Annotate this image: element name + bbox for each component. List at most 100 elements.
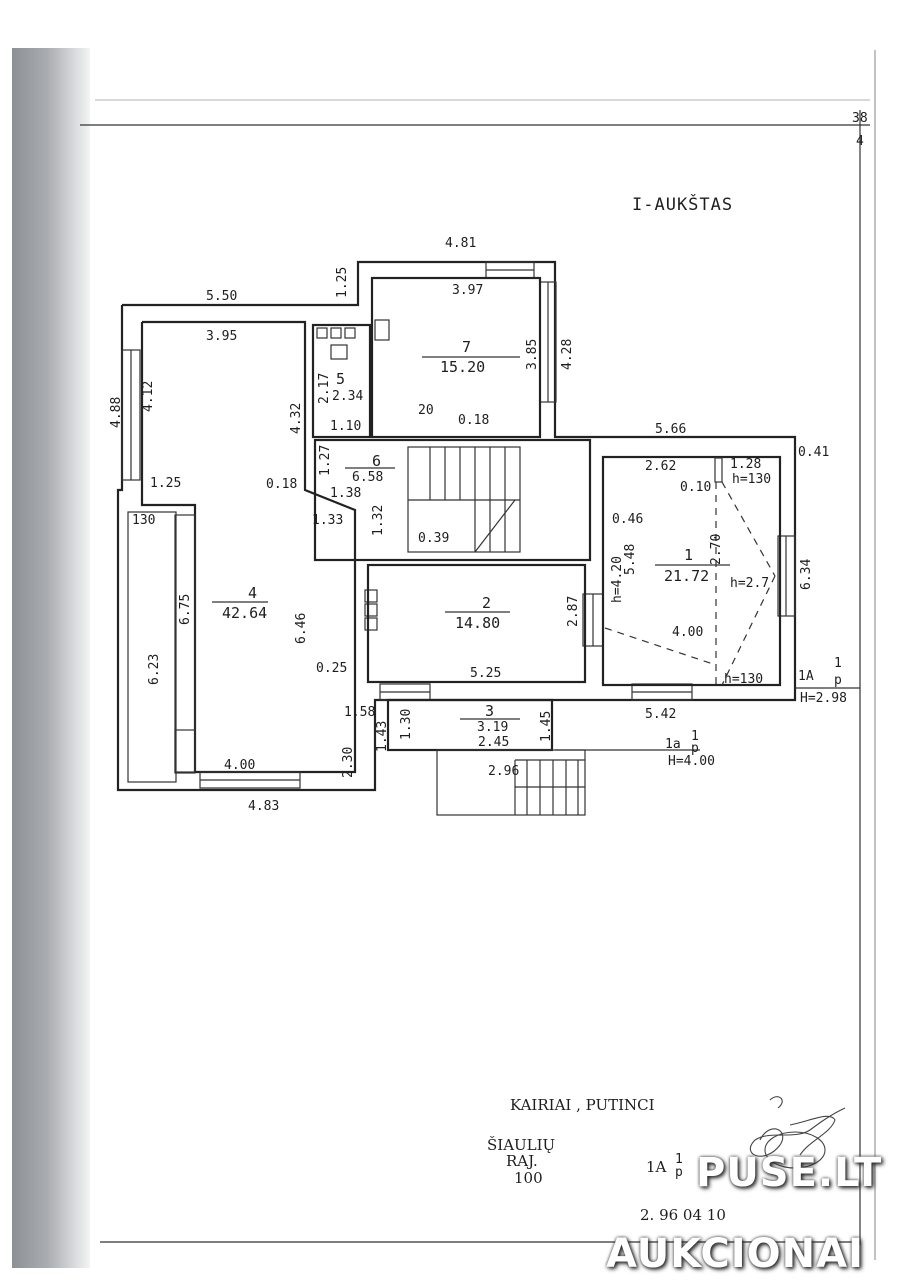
marker-note-sub: p — [675, 1165, 683, 1180]
dimension: 0.18 — [266, 477, 297, 492]
dimension: 1.58 — [344, 705, 375, 720]
dimension: 1.10 — [330, 419, 361, 434]
dimension: 1.33 — [312, 513, 343, 528]
wall-column — [174, 514, 196, 774]
dimension: 5.42 — [645, 707, 676, 722]
dimension: h=4.20 — [610, 556, 625, 603]
dimension: 1.45 — [539, 711, 554, 742]
room-7-area: 15.20 — [440, 358, 485, 376]
marker-note: 1A — [646, 1158, 667, 1176]
dimension: 0.10 — [680, 480, 711, 495]
dimension: H=4.00 — [668, 754, 715, 769]
room-4-number: 4 — [248, 584, 257, 602]
room-3-area: 3.19 — [477, 720, 508, 735]
dimension: 4.83 — [248, 799, 279, 814]
dimension: 1.43 — [375, 721, 390, 752]
dimension: H=2.98 — [800, 691, 847, 706]
porch-marker: 1a p 1 — [665, 729, 699, 756]
room-7-number: 7 — [462, 338, 471, 356]
dimension: 2.96 — [488, 764, 519, 779]
dimension: 2.45 — [478, 735, 509, 750]
outer-wall — [116, 260, 797, 792]
dimension: 1.32 — [371, 505, 386, 536]
room-5-walls — [311, 323, 372, 439]
svg-text:1: 1 — [691, 729, 699, 744]
room-6-number: 6 — [372, 452, 381, 470]
watermark-line2: AUKCIONAI — [606, 1231, 864, 1277]
dimension: 5.48 — [623, 544, 638, 575]
signature — [749, 1096, 846, 1169]
dimension: 130 — [132, 513, 155, 528]
dimension: 5.25 — [470, 666, 501, 681]
dimension: 0.39 — [418, 531, 449, 546]
dimension: 0.25 — [316, 661, 347, 676]
dimension: 4.32 — [289, 403, 304, 434]
dimension: 3.95 — [206, 329, 237, 344]
dimension: 6.34 — [799, 559, 814, 590]
dimension-labels: 4.81 1.25 5.50 3.97 3.95 3.85 4.28 4.88 … — [109, 236, 847, 814]
dimension: 4.88 — [109, 397, 124, 428]
room-4-area: 42.64 — [222, 604, 267, 622]
room-5-number: 5 — [336, 370, 345, 388]
room-6-area: 6.58 — [352, 470, 383, 485]
svg-text:1A: 1A — [798, 669, 814, 684]
room-1-area: 21.72 — [664, 567, 709, 585]
ceiling-slopes — [604, 481, 776, 686]
dimension: 1.27 — [318, 445, 333, 476]
dimension: 4.81 — [445, 236, 476, 251]
dimension: 3.97 — [452, 283, 483, 298]
district-suffix: RAJ. — [506, 1152, 538, 1170]
room-5-area: 2.34 — [332, 389, 363, 404]
dimension: 4.00 — [224, 758, 255, 773]
interior-stairs — [407, 446, 521, 553]
dimension: h=130 — [732, 472, 771, 487]
sheet-number-bottom: 4 — [856, 134, 864, 149]
room-1-walls — [601, 455, 782, 687]
dimension: 0.41 — [798, 445, 829, 460]
dimension: 1.25 — [150, 476, 181, 491]
room-1-column — [714, 457, 723, 483]
room-3-number: 3 — [485, 702, 494, 720]
dimension: 1.30 — [399, 709, 414, 740]
dimension: 2.70 — [709, 534, 724, 565]
exterior-stairs — [436, 687, 860, 816]
dimension: 6.75 — [178, 594, 193, 625]
dimension: 2.87 — [566, 596, 581, 627]
svg-text:1: 1 — [834, 656, 842, 671]
date-note: 2. 96 04 10 — [640, 1206, 726, 1224]
room-7-walls — [370, 276, 542, 439]
dimension: 6.23 — [147, 654, 162, 685]
dimension: 0.46 — [612, 512, 643, 527]
location-note: KAIRIAI , PUTINCI — [510, 1096, 655, 1114]
dimension: 2.17 — [317, 373, 332, 404]
dimension: h=130 — [724, 672, 763, 687]
room-2-number: 2 — [482, 594, 491, 612]
dimension: 3.85 — [525, 339, 540, 370]
dimension: 4.12 — [141, 381, 156, 412]
room-1-number: 1 — [684, 546, 693, 564]
dimension: 20 — [418, 403, 434, 418]
district-note: ŠIAULIŲ — [487, 1136, 555, 1154]
dimension: 2.62 — [645, 459, 676, 474]
svg-text:1a: 1a — [665, 737, 681, 752]
svg-text:p: p — [691, 741, 699, 756]
dimension: 1.28 — [730, 457, 761, 472]
dimension: 6.46 — [294, 613, 309, 644]
watermark-line1: PUSE.LT — [696, 1150, 883, 1196]
fixtures — [316, 319, 390, 631]
plan-title: I-AUKŠTAS — [632, 193, 733, 215]
main-marker: 1A p 1 — [798, 656, 842, 688]
sheet-number-top: 38 — [852, 111, 868, 126]
dimension: 4.00 — [672, 625, 703, 640]
dimension: 4.28 — [560, 339, 575, 370]
dimension: 1.38 — [330, 486, 361, 501]
dimension: h=2.7 — [730, 576, 769, 591]
svg-text:p: p — [834, 673, 842, 688]
dimension: 5.50 — [206, 289, 237, 304]
dimension: 0.18 — [458, 413, 489, 428]
dimension: 5.66 — [655, 422, 686, 437]
room-labels: 7 15.20 5 2.34 6 6.58 4 42.64 2 14.80 1 … — [212, 338, 730, 735]
scan-shadow — [12, 48, 90, 1268]
room-2-walls — [366, 563, 587, 684]
